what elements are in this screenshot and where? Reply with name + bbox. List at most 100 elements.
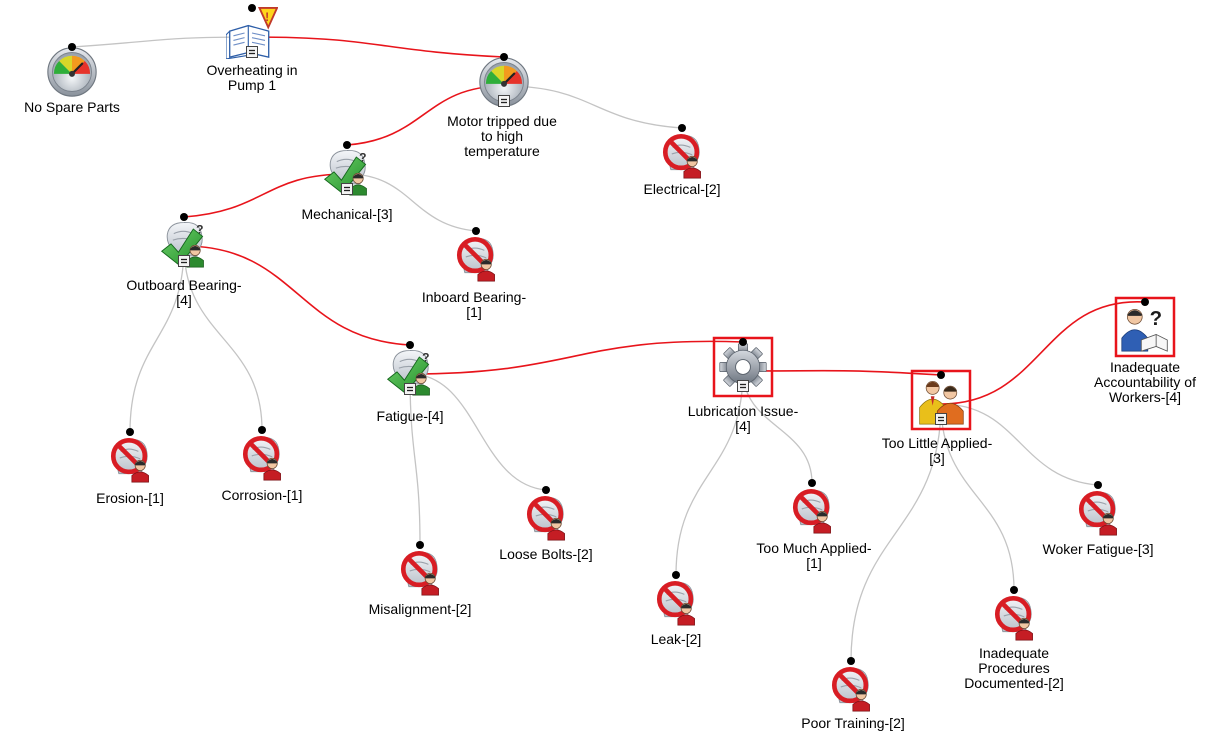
prohibited-cause-icon [403,552,439,595]
node-label-line: Lubrication Issue- [688,403,799,419]
prohibited-cause-icon [459,238,495,281]
node-misalignment[interactable]: Misalignment-[2] [369,541,472,617]
gauge-icon [46,46,98,98]
node-label-line: Motor tripped due [447,113,557,129]
connector-overheating-to-no-spare-parts [71,36,253,48]
connector-dot-icon [542,486,550,494]
connector-dot-icon [406,341,414,349]
connector-lubrication-issue-to-leak [675,370,744,576]
connector-dot-icon [343,141,351,149]
node-erosion[interactable]: Erosion-[1] [96,428,164,506]
connector-dot-icon [180,213,188,221]
node-label-line: temperature [464,143,540,159]
prohibited-cause-icon [665,135,701,178]
collapse-toggle-icon[interactable] [246,46,258,58]
connector-too-little-applied-to-woker-fatigue [940,403,1099,486]
node-fatigue[interactable]: Fatigue-[4] [377,341,444,424]
collapse-toggle-icon[interactable] [404,383,416,395]
connector-dot-icon [739,338,747,346]
node-lubrication-issue[interactable]: Lubrication Issue-[4] [688,336,799,434]
connector-layer [71,36,1146,662]
node-poor-training[interactable]: Poor Training-[2] [801,657,905,731]
connector-dot-icon [672,571,680,579]
node-label-line: Documented-[2] [964,675,1064,691]
connector-dot-icon [808,479,816,487]
collapse-toggle-icon[interactable] [341,183,353,195]
node-label-line: Electrical-[2] [643,181,720,197]
node-label-line: [4] [735,418,751,434]
node-woker-fatigue[interactable]: Woker Fatigue-[3] [1042,481,1154,557]
connector-lubrication-issue-to-too-little-applied [742,369,942,376]
connector-dot-icon [1141,298,1149,306]
node-label-line: [4] [176,292,192,308]
node-label-line: Pump 1 [228,77,276,93]
prohibited-cause-icon [113,439,149,482]
node-label-line: Loose Bolts-[2] [499,546,592,562]
node-corrosion[interactable]: Corrosion-[1] [222,426,303,503]
node-label-line: Too Much Applied- [756,540,872,556]
connector-mechanical-to-inboard-bearing [346,173,477,232]
connector-too-little-applied-to-inadequate-procedures [940,403,1015,591]
connector-outboard-bearing-to-erosion [129,245,185,433]
node-inboard-bearing[interactable]: Inboard Bearing-[1] [422,227,527,320]
connector-outboard-bearing-to-corrosion [183,245,263,431]
node-label-line: Poor Training-[2] [801,715,905,731]
connector-mechanical-to-outboard-bearing [183,173,348,218]
node-label-line: Inadequate [1110,359,1180,375]
prohibited-cause-icon [834,668,870,711]
connector-motor-tripped-to-electrical [503,85,683,129]
connector-dot-icon [416,541,424,549]
node-label-line: Corrosion-[1] [222,487,303,503]
connector-fatigue-to-loose-bolts [409,373,547,491]
connector-lubrication-issue-to-too-much-applied [742,370,813,484]
node-too-little-applied[interactable]: Too Little Applied-[3] [882,369,993,466]
connector-dot-icon [1010,586,1018,594]
prohibited-cause-icon [795,490,831,533]
node-no-spare-parts[interactable]: No Spare Parts [24,43,120,115]
prohibited-cause-icon [997,597,1033,640]
connector-fatigue-to-lubrication-issue [409,340,744,375]
connector-dot-icon [258,426,266,434]
connector-dot-icon [126,428,134,436]
collapse-toggle-icon[interactable] [178,255,190,267]
node-too-much-applied[interactable]: Too Much Applied-[1] [756,479,872,571]
node-label-line: Outboard Bearing- [126,277,242,293]
collapse-toggle-icon[interactable] [935,413,947,425]
connector-dot-icon [937,371,945,379]
node-label-line: Workers-[4] [1109,389,1181,405]
node-label-line: Inadequate [979,645,1049,661]
prohibited-cause-icon [529,497,565,540]
prohibited-cause-icon [245,437,281,480]
connector-too-little-applied-to-inadequate-accountability [940,301,1146,405]
node-electrical[interactable]: Electrical-[2] [643,124,721,197]
node-label-line: to high [481,128,523,144]
node-mechanical[interactable]: Mechanical-[3] [301,141,393,222]
collapse-toggle-icon[interactable] [737,380,749,392]
connector-dot-icon [678,124,686,132]
node-label-line: Accountability of [1094,374,1196,390]
node-loose-bolts[interactable]: Loose Bolts-[2] [499,486,593,562]
node-label-line: [1] [466,304,482,320]
connector-motor-tripped-to-mechanical [346,85,505,146]
connector-outboard-bearing-to-fatigue [183,245,411,346]
connector-dot-icon [68,43,76,51]
node-label-line: Fatigue-[4] [377,408,444,424]
node-outboard-bearing[interactable]: Outboard Bearing-[4] [126,213,242,308]
connector-dot-icon [1094,481,1102,489]
connector-dot-icon [500,53,508,61]
prohibited-cause-icon [1081,492,1117,535]
collapse-toggle-icon[interactable] [498,95,510,107]
node-leak[interactable]: Leak-[2] [651,571,702,647]
node-label-line: Leak-[2] [651,631,702,647]
connector-fatigue-to-misalignment [409,373,421,546]
node-label-line: Procedures [978,660,1050,676]
node-label-line: [3] [929,450,945,466]
node-label-line: Woker Fatigue-[3] [1042,541,1153,557]
